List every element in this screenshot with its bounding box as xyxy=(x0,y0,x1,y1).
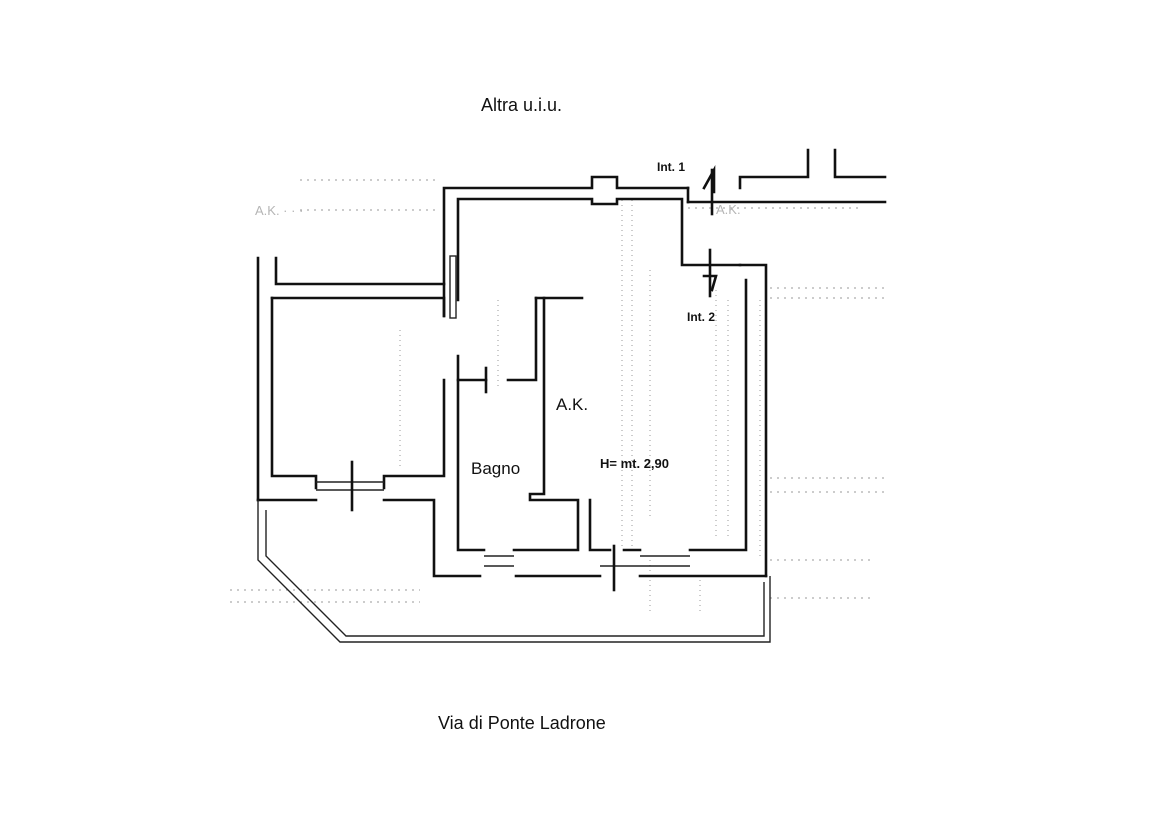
label-height: H= mt. 2,90 xyxy=(600,456,669,471)
walls xyxy=(256,148,887,643)
label-int-1: Int. 1 xyxy=(657,160,685,174)
openings xyxy=(316,255,690,592)
ghost-mark-right: A.K. xyxy=(716,202,741,217)
ghost-mark-left: A.K. · · · xyxy=(255,203,303,218)
label-ak: A.K. xyxy=(556,395,588,414)
label-altra-uiu: Altra u.i.u. xyxy=(481,95,562,115)
label-street: Via di Ponte Ladrone xyxy=(438,713,606,733)
label-int-2: Int. 2 xyxy=(687,310,715,324)
label-bagno: Bagno xyxy=(471,459,520,478)
section-markers xyxy=(702,164,718,298)
background-traces: A.K. · · · A.K. xyxy=(230,179,885,615)
